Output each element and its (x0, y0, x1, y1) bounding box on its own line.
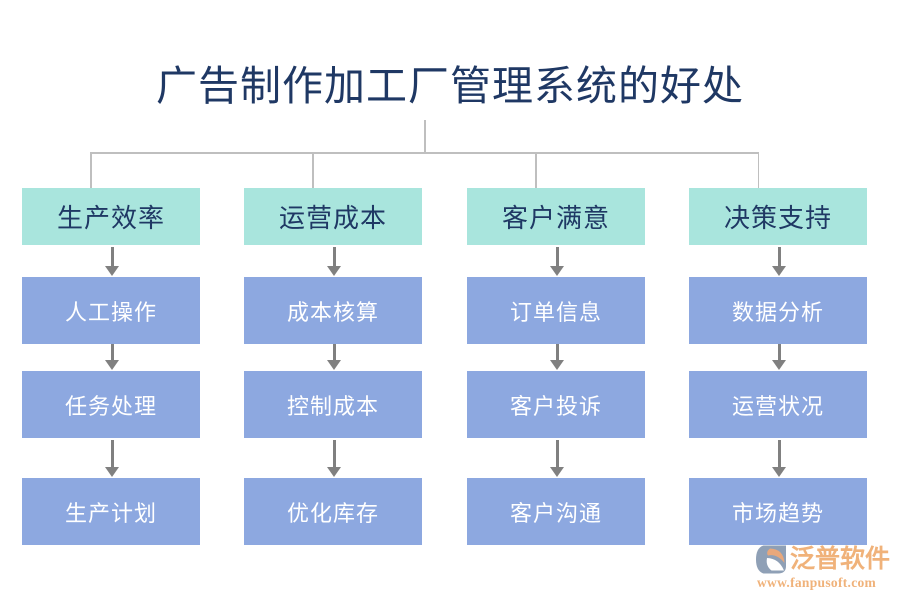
node-box-c2-r1[interactable]: 成本核算 (244, 277, 422, 344)
page-title: 广告制作加工厂管理系统的好处 (156, 63, 744, 109)
connector-horizontal-bar (90, 152, 759, 154)
node-box-c4-r3[interactable]: 市场趋势 (689, 478, 867, 545)
connector-drop-1 (90, 152, 92, 188)
arrow-node2-to-node3-c2 (327, 440, 341, 478)
node-box-c4-r1[interactable]: 数据分析 (689, 277, 867, 344)
arrow-header-to-node-3 (550, 247, 564, 277)
brand-url: www.fanpusoft.com (757, 575, 877, 590)
brand-logo-row: 泛普软件 (755, 545, 890, 574)
arrow-node2-to-node3-c3 (550, 440, 564, 478)
connector-stem (424, 120, 426, 153)
column-header-3[interactable]: 客户满意 (467, 188, 645, 245)
brand-logo: 泛普软件 www.fanpusoft.com (755, 545, 895, 593)
arrow-node1-to-node2-c4 (772, 344, 786, 371)
arrow-node2-to-node3-c4 (772, 440, 786, 478)
connector-drop-4 (757, 152, 759, 188)
arrow-header-to-node-2 (327, 247, 341, 277)
connector-drop-3 (535, 152, 537, 188)
arrow-node2-to-node3-c1 (105, 440, 119, 478)
arrow-node1-to-node2-c2 (327, 344, 341, 371)
arrow-node1-to-node2-c1 (105, 344, 119, 371)
node-box-c1-r1[interactable]: 人工操作 (22, 277, 200, 344)
node-box-c2-r2[interactable]: 控制成本 (244, 371, 422, 438)
column-header-2[interactable]: 运营成本 (244, 188, 422, 245)
connector-drop-2 (312, 152, 314, 188)
brand-name: 泛普软件 (790, 546, 891, 573)
node-box-c1-r2[interactable]: 任务处理 (22, 371, 200, 438)
node-box-c1-r3[interactable]: 生产计划 (22, 478, 200, 545)
arrow-header-to-node-4 (772, 247, 786, 277)
column-header-4[interactable]: 决策支持 (689, 188, 867, 245)
node-box-c2-r3[interactable]: 优化库存 (244, 478, 422, 545)
node-box-c3-r1[interactable]: 订单信息 (467, 277, 645, 344)
node-box-c4-r2[interactable]: 运营状况 (689, 371, 867, 438)
node-box-c3-r3[interactable]: 客户沟通 (467, 478, 645, 545)
arrow-node1-to-node2-c3 (550, 344, 564, 371)
fanpu-hexagon-icon (755, 545, 787, 574)
node-box-c3-r2[interactable]: 客户投诉 (467, 371, 645, 438)
column-header-1[interactable]: 生产效率 (22, 188, 200, 245)
arrow-header-to-node-1 (105, 247, 119, 277)
